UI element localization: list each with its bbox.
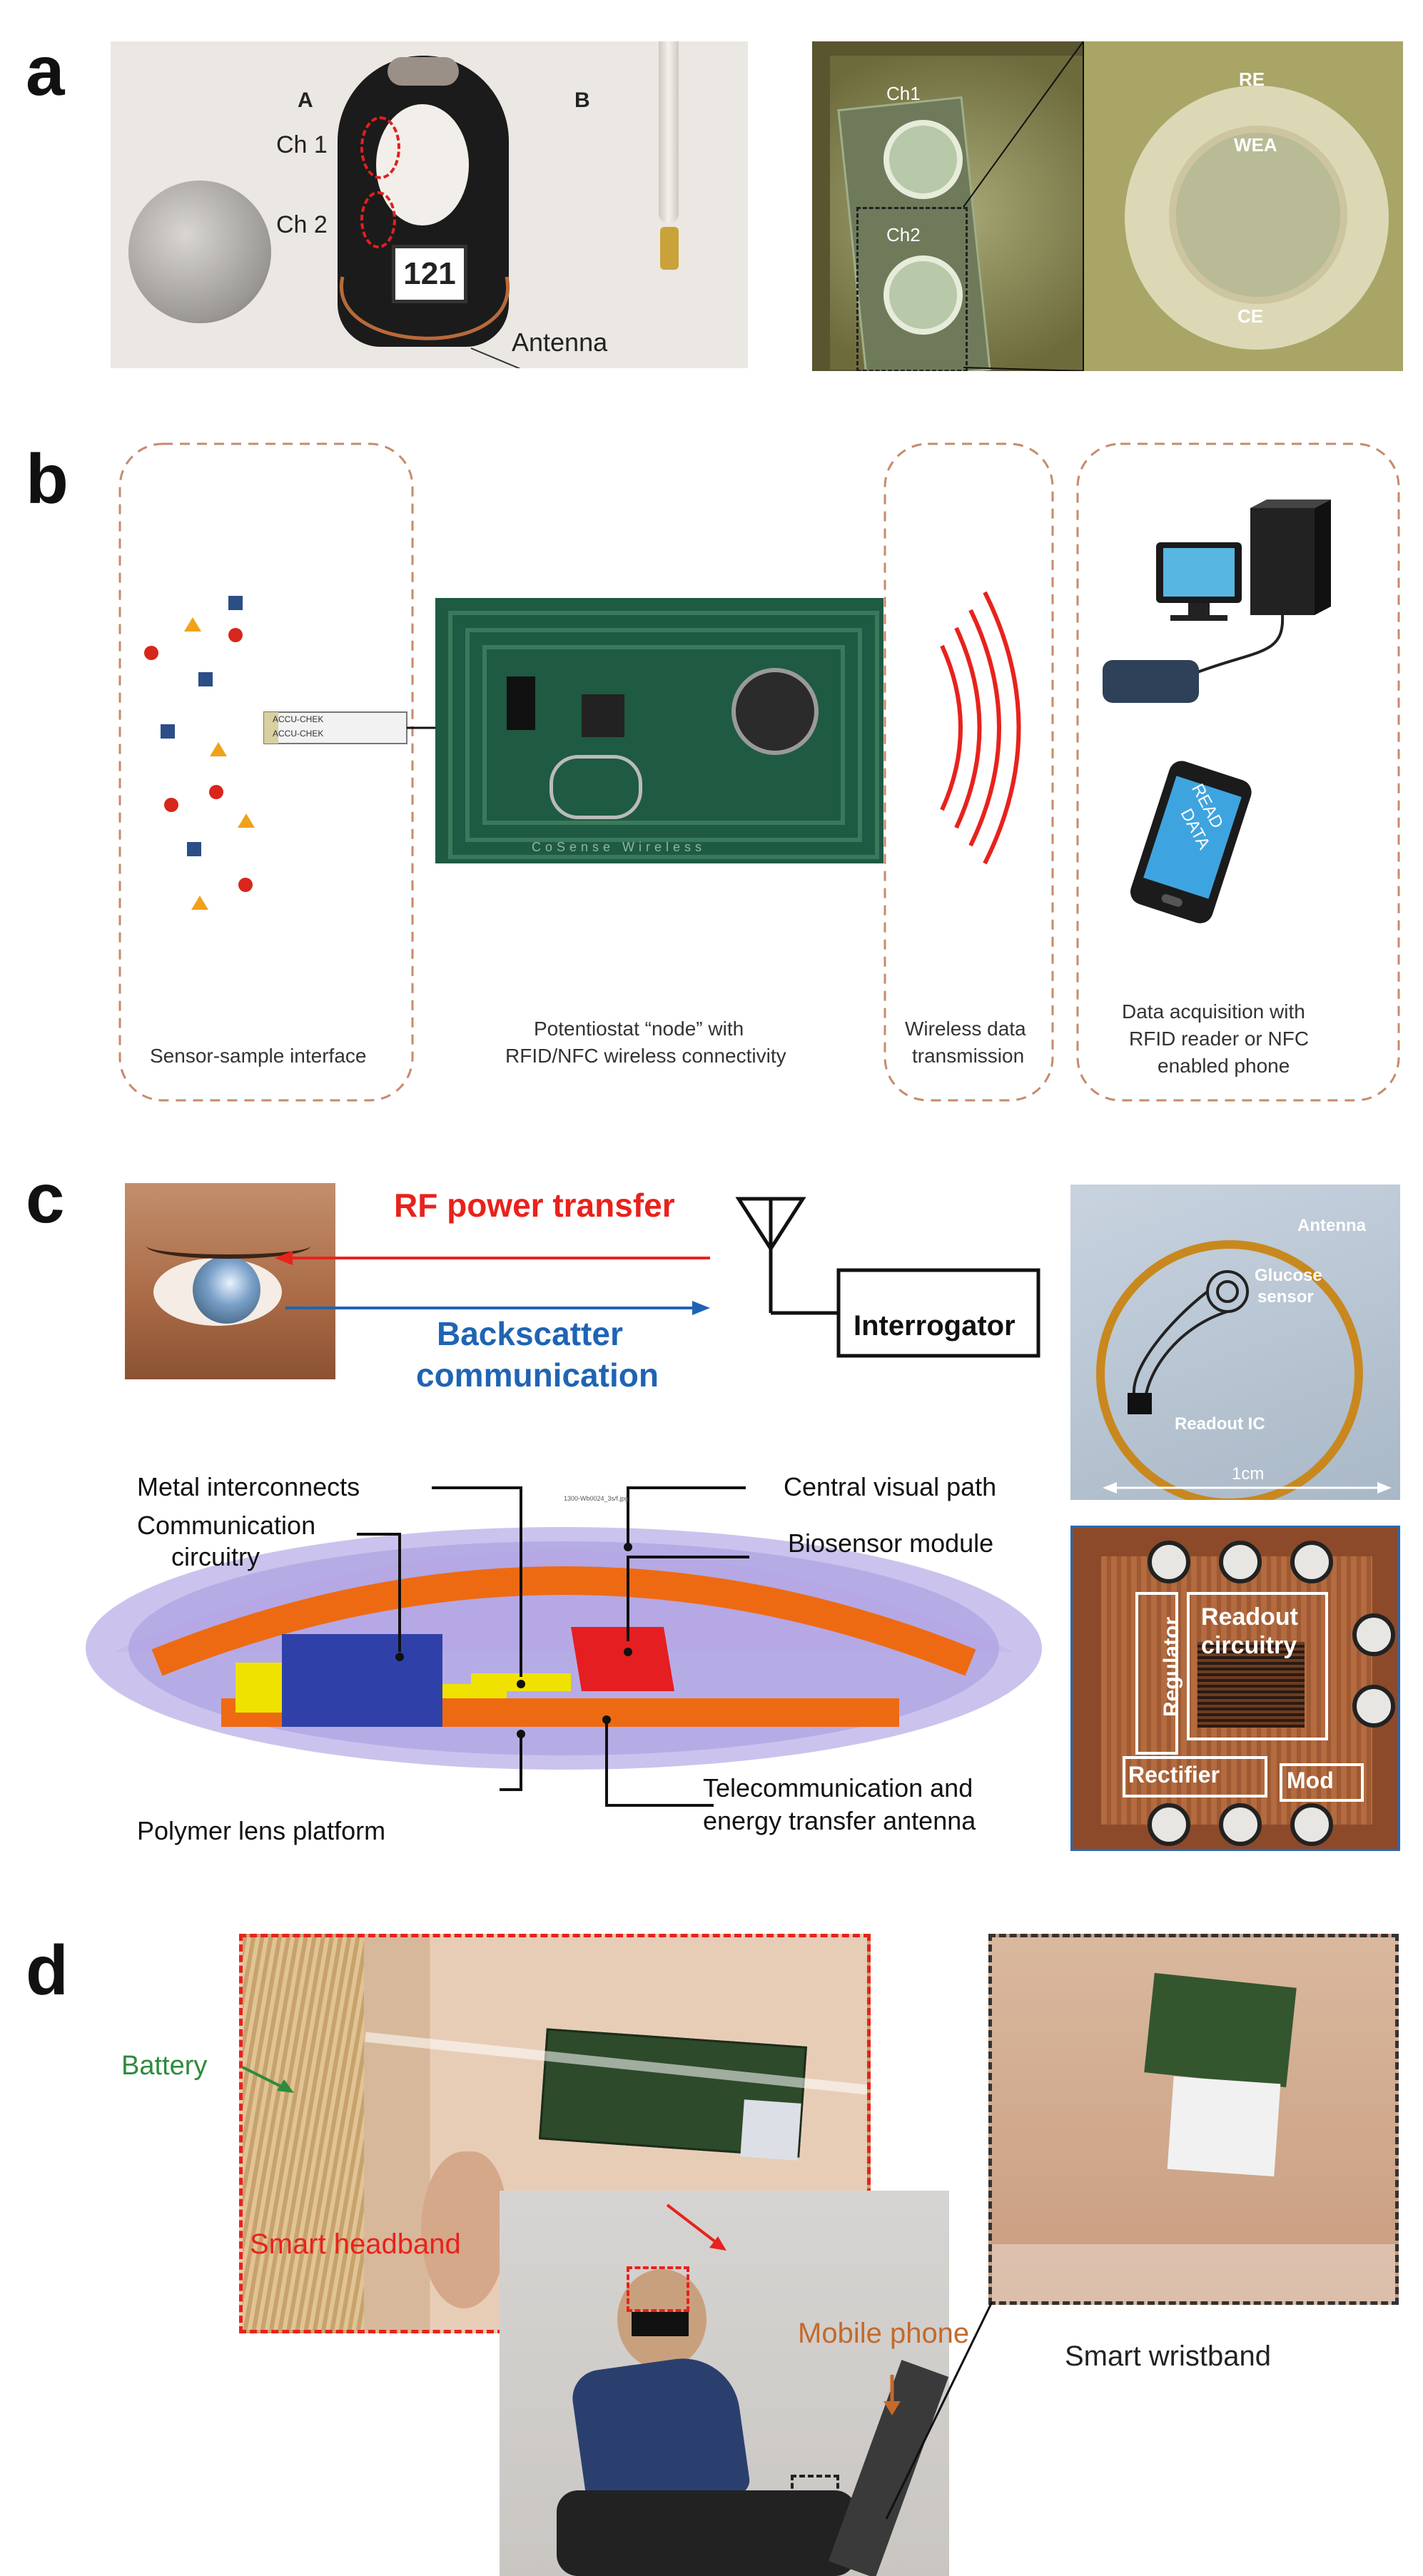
label-smart-wristband: Smart wristband bbox=[1065, 2341, 1271, 2372]
label-mod: Mod bbox=[1287, 1768, 1334, 1793]
label-ch2: Ch 2 bbox=[276, 211, 328, 238]
file-caption: 1300-Wb0024_3s/f.jpg bbox=[564, 1495, 629, 1502]
caption-acquisition-2: RFID reader or NFC bbox=[1129, 1028, 1310, 1050]
panel-letter-a: a bbox=[26, 31, 65, 110]
rf-power-label: RF power transfer bbox=[394, 1187, 675, 1224]
caption-sensor-interface: Sensor-sample interface bbox=[150, 1045, 367, 1067]
label-comm-2: circuitry bbox=[171, 1542, 260, 1571]
label-antenna-c: Antenna bbox=[1297, 1216, 1366, 1235]
label-polymer: Polymer lens platform bbox=[137, 1816, 386, 1845]
zoom-box bbox=[856, 207, 968, 371]
chip-micrograph: Regulator Readout circuitry Rectifier Mo… bbox=[1070, 1526, 1400, 1851]
caption-wireless-1: Wireless data bbox=[905, 1018, 1026, 1040]
rf-diagram bbox=[275, 1197, 1040, 1358]
label-readout-1: Readout bbox=[1201, 1603, 1298, 1631]
wristband-photo bbox=[988, 1934, 1399, 2305]
probe bbox=[659, 41, 679, 223]
label-readout-ic: Readout IC bbox=[1175, 1414, 1265, 1434]
label-ce: CE bbox=[1237, 305, 1264, 327]
label-readout-2: circuitry bbox=[1201, 1632, 1297, 1659]
backscatter-label-1: Backscatter bbox=[437, 1315, 623, 1352]
label-rectifier: Rectifier bbox=[1128, 1762, 1220, 1788]
panel-letter-d: d bbox=[26, 1931, 69, 2009]
label-wea: WEA bbox=[1234, 134, 1277, 156]
caption-wireless-2: transmission bbox=[912, 1045, 1025, 1067]
interrogator-label: Interrogator bbox=[854, 1310, 1016, 1342]
caption-acquisition-3: enabled phone bbox=[1158, 1055, 1290, 1077]
backscatter-label-2: communication bbox=[416, 1357, 659, 1394]
panel-letter-b: b bbox=[26, 440, 69, 518]
zoom-lines bbox=[963, 41, 1084, 371]
panel-b-frames bbox=[118, 442, 1400, 1102]
label-glucose-2: sensor bbox=[1257, 1287, 1314, 1307]
label-tele-2: energy transfer antenna bbox=[703, 1806, 976, 1835]
label-smart-headband: Smart headband bbox=[250, 2228, 461, 2260]
caption-potentiostat-1: Potentiostat “node” with bbox=[534, 1018, 744, 1040]
label-biosensor: Biosensor module bbox=[788, 1528, 994, 1558]
label-chip-ch2: Ch2 bbox=[886, 224, 921, 245]
label-scale: 1cm bbox=[1232, 1464, 1265, 1484]
device-tag: 121 bbox=[392, 245, 467, 303]
ch1-marker bbox=[360, 116, 400, 179]
strip-text-1: ACCU-CHEK bbox=[273, 714, 324, 724]
label-chip-ch1: Ch1 bbox=[886, 83, 921, 104]
exercise-photo bbox=[500, 2191, 949, 2576]
electrode-micrograph: Ch1 Ch2 RE WEA CE bbox=[812, 41, 1403, 371]
analytes bbox=[144, 596, 255, 910]
label-comm-1: Communication bbox=[137, 1511, 316, 1540]
board-brand: CoSense Wireless bbox=[532, 840, 707, 854]
label-a: A bbox=[298, 88, 313, 112]
label-battery: Battery bbox=[121, 2051, 208, 2081]
ch2-marker bbox=[360, 191, 396, 248]
label-tele-1: Telecommunication and bbox=[703, 1773, 973, 1802]
coin-cell bbox=[731, 668, 819, 755]
label-central-path: Central visual path bbox=[784, 1472, 997, 1501]
ear bbox=[421, 2151, 507, 2308]
potentiostat-board: CoSense Wireless bbox=[435, 598, 883, 863]
caption-acquisition-1: Data acquisition with bbox=[1122, 1000, 1305, 1023]
panel-letter-c: c bbox=[26, 1159, 65, 1237]
label-b: B bbox=[574, 88, 590, 112]
label-antenna: Antenna bbox=[512, 328, 608, 357]
label-mobile-phone: Mobile phone bbox=[798, 2318, 970, 2349]
label-metal-interconnects: Metal interconnects bbox=[137, 1472, 360, 1501]
lens-diagram bbox=[86, 1486, 1042, 1807]
label-re: RE bbox=[1239, 69, 1265, 90]
coin bbox=[128, 181, 271, 323]
caption-potentiostat-2: RFID/NFC wireless connectivity bbox=[505, 1045, 786, 1067]
eye-photo bbox=[125, 1183, 335, 1379]
lens-photo: Antenna Glucose sensor Readout IC 1cm bbox=[1070, 1185, 1400, 1500]
antenna-wire bbox=[339, 276, 521, 368]
device-photo: 121 A B Ch 1 Ch 2 Antenna bbox=[111, 41, 748, 368]
contact-lens bbox=[193, 1256, 260, 1324]
label-glucose-1: Glucose bbox=[1255, 1266, 1322, 1285]
label-ch1: Ch 1 bbox=[276, 131, 328, 158]
strip-text-2: ACCU-CHEK bbox=[273, 729, 324, 739]
